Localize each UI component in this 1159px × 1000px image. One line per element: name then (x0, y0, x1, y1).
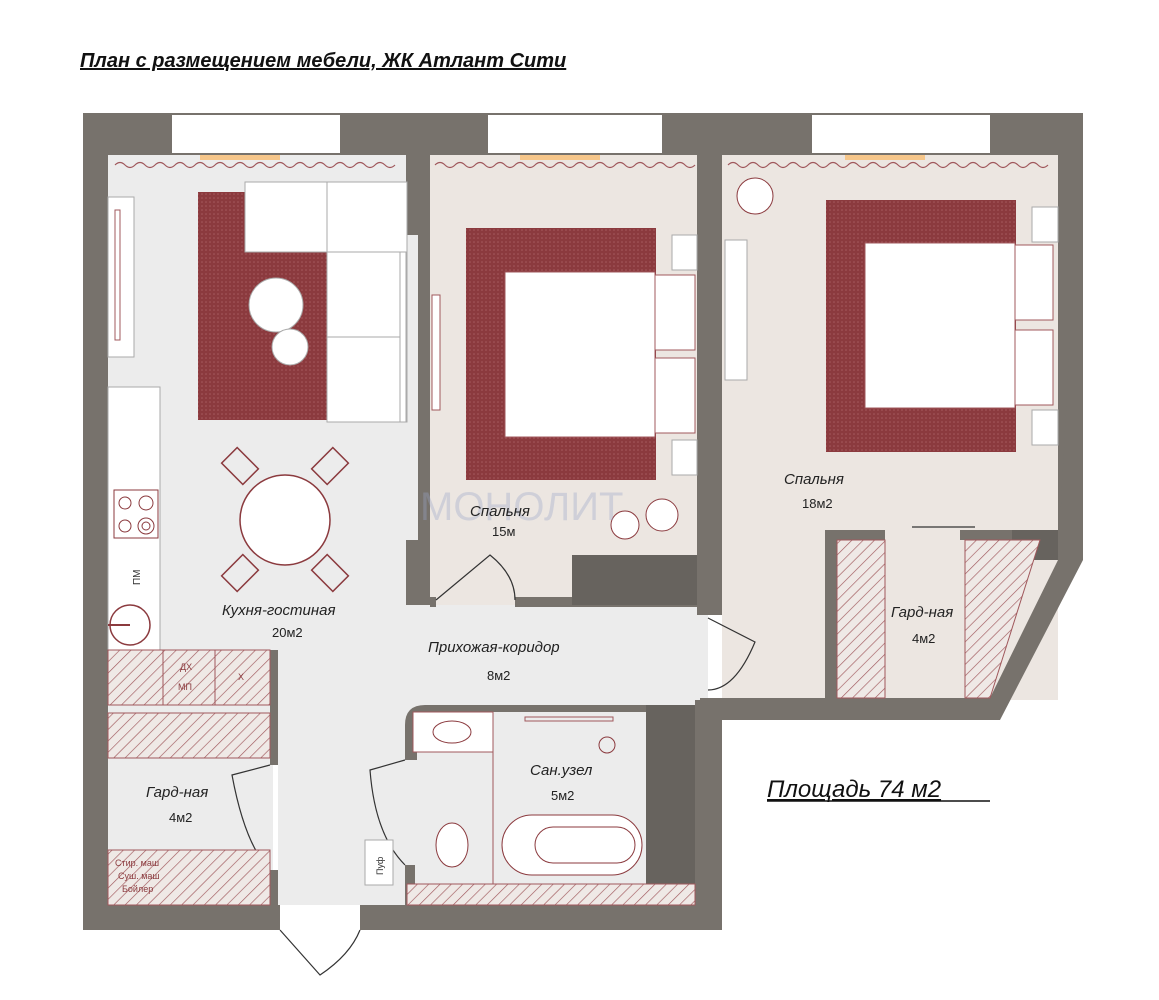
bathtub-inner (534, 826, 636, 864)
tv-bedroom-small (431, 294, 441, 411)
plant-icon (736, 177, 774, 215)
boiler-label: Бойлер (122, 884, 153, 894)
cooktop-icon (113, 489, 159, 539)
interior-walls (270, 155, 1058, 905)
pouf (364, 839, 394, 886)
room-name-bedroom-large: Спальня (784, 471, 844, 488)
room-name-wardrobe-right: Гард-ная (891, 604, 953, 621)
nightstands (1031, 206, 1059, 446)
window (488, 115, 662, 153)
room-name-wardrobe-left: Гард-ная (146, 784, 208, 801)
window (812, 115, 990, 153)
laundry-shelf (107, 849, 271, 906)
bathroom-ledge (406, 883, 696, 906)
pillows (654, 274, 696, 434)
room-area-bedroom-large: 18м2 (802, 496, 833, 511)
windows (172, 115, 990, 153)
washbasin-icon (432, 720, 472, 744)
room-name-bedroom-small: Спальня (470, 503, 530, 520)
kitchen-tall-cabinets (107, 649, 271, 706)
bathtub (501, 814, 643, 876)
room-name-kitchen-living: Кухня-гостиная (222, 602, 335, 619)
plant-icon (610, 498, 679, 540)
curtain-light (845, 155, 925, 160)
door-bedroom-small (435, 554, 516, 601)
shower-icon (598, 736, 616, 754)
curtain-light (520, 155, 600, 160)
door-bathroom (369, 759, 406, 866)
watermark: МОНОЛИТ (420, 485, 623, 529)
window (172, 115, 340, 153)
plan-title: План с размещением мебели, ЖК Атлант Сит… (80, 50, 567, 72)
dw-label: ДХ (180, 662, 192, 672)
room-area-wardrobe-left: 4м2 (169, 810, 192, 825)
bed-small (504, 271, 656, 438)
sofa (244, 181, 408, 423)
curtain-light (200, 155, 280, 160)
room-area-wardrobe-right: 4м2 (912, 631, 935, 646)
mw-label: МП (178, 682, 192, 692)
room-area-bathroom: 5м2 (551, 788, 574, 803)
curtains (114, 161, 1049, 169)
door-entrance (279, 929, 361, 976)
dining-table (220, 446, 350, 593)
bed-large (864, 242, 1016, 409)
tv-bedroom-large (724, 239, 748, 381)
room-area-bedroom-small: 15м (492, 524, 515, 539)
door-bedroom-large (707, 617, 756, 691)
laundry-label: Стир. маш (115, 858, 159, 868)
room-area-hallway: 8м2 (487, 668, 510, 683)
kitchen-counter (107, 386, 161, 651)
room-name-bathroom: Сан.узел (530, 762, 593, 779)
fridge-label: Х (238, 672, 244, 682)
vanity (412, 711, 494, 753)
toilet-icon (435, 822, 469, 868)
tv (114, 209, 121, 341)
wardrobe-shelf (107, 712, 271, 759)
dishwasher-label: ПМ (132, 569, 143, 585)
pouf-label: Пуф (375, 856, 385, 875)
room-area-kitchen-living: 20м2 (272, 625, 303, 640)
total-area: Площадь 74 м2 (767, 776, 941, 803)
side-table (271, 328, 309, 366)
wardrobe-right-shelves (836, 539, 1041, 699)
dryer-label: Суш. маш (118, 871, 160, 881)
coffee-table (248, 277, 304, 333)
pillows (1014, 244, 1054, 406)
room-name-hallway: Прихожая-коридор (428, 639, 560, 656)
nightstands (671, 234, 698, 476)
towel-rail (524, 716, 614, 722)
tv-stand (107, 196, 135, 358)
